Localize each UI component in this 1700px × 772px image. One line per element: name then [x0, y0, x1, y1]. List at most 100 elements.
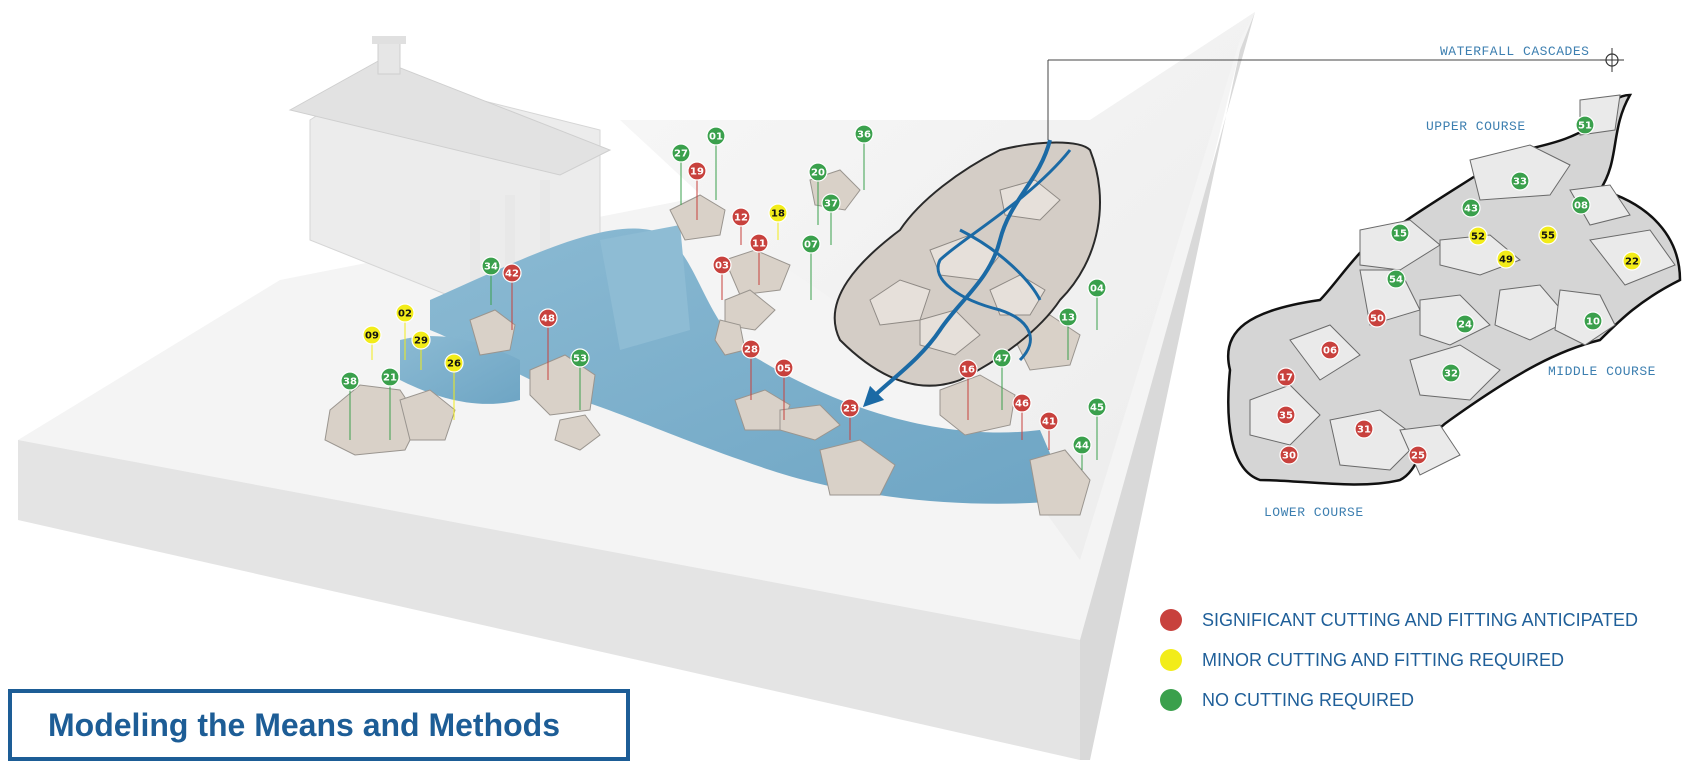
marker-dot [1058, 307, 1078, 327]
plan-marker-17: 17 [1276, 367, 1296, 387]
title-box: Modeling the Means and Methods [8, 689, 630, 761]
marker-label: 17 [1279, 373, 1293, 384]
marker-label: 12 [734, 213, 748, 224]
marker-dot [380, 367, 400, 387]
marker-dot [502, 263, 522, 283]
plan-marker-24: 24 [1455, 314, 1475, 334]
marker-label: 34 [484, 262, 498, 273]
marker-label: 50 [1370, 314, 1384, 325]
marker-dot [840, 398, 860, 418]
marker-label: 04 [1090, 284, 1104, 295]
marker-label: 55 [1541, 231, 1555, 242]
marker-dot [1408, 445, 1428, 465]
model-marker-36: 36 [854, 124, 874, 190]
marker-dot [1087, 278, 1107, 298]
marker-dot [768, 203, 788, 223]
marker-dot [808, 162, 828, 182]
plan-marker-25: 25 [1408, 445, 1428, 465]
yellow-dot-icon [1160, 649, 1182, 671]
marker-dot [1072, 435, 1092, 455]
plan-marker-49: 49 [1496, 249, 1516, 269]
marker-label: 37 [824, 199, 838, 210]
model-marker-11: 11 [749, 233, 769, 285]
plan-marker-51: 51 [1575, 115, 1595, 135]
plan-marker-22: 22 [1622, 251, 1642, 271]
marker-label: 20 [811, 168, 825, 179]
page-title: Modeling the Means and Methods [48, 706, 561, 743]
marker-dot [958, 359, 978, 379]
model-marker-16: 16 [958, 359, 978, 420]
marker-dot [1012, 393, 1032, 413]
plan-marker-10: 10 [1583, 311, 1603, 331]
marker-dot [481, 256, 501, 276]
marker-dot [444, 353, 464, 373]
green-dot-icon [1160, 689, 1182, 711]
marker-dot [749, 233, 769, 253]
pool-water [400, 225, 1070, 504]
legend-row-minor: MINOR CUTTING AND FITTING REQUIRED [1160, 640, 1638, 680]
model-marker-26: 26 [444, 353, 464, 420]
model-marker-27: 27 [671, 143, 691, 205]
legend-label: NO CUTTING REQUIRED [1202, 689, 1415, 710]
marker-label: 41 [1042, 417, 1056, 428]
plan-marker-43: 43 [1461, 198, 1481, 218]
model-marker-53: 53 [570, 348, 590, 410]
marker-label: 11 [752, 239, 766, 250]
marker-dot [362, 325, 382, 345]
marker-dot [1390, 223, 1410, 243]
marker-label: 07 [804, 240, 818, 251]
model-marker-42: 42 [502, 263, 522, 330]
marker-label: 22 [1625, 257, 1639, 268]
legend-label: MINOR CUTTING AND FITTING REQUIRED [1202, 649, 1564, 670]
plan-marker-52: 52 [1468, 226, 1488, 246]
model-marker-02: 02 [395, 303, 415, 360]
model-marker-29: 29 [411, 330, 431, 370]
red-dot-icon [1160, 609, 1182, 631]
legend-label: SIGNIFICANT CUTTING AND FITTING ANTICIPA… [1202, 609, 1639, 630]
model-marker-45: 45 [1087, 397, 1107, 460]
marker-dot [1538, 225, 1558, 245]
marker-label: 21 [383, 373, 397, 384]
marker-dot [741, 339, 761, 359]
model-marker-07: 07 [801, 234, 821, 300]
marker-dot [1354, 419, 1374, 439]
model-marker-46: 46 [1012, 393, 1032, 440]
marker-dot [774, 358, 794, 378]
model-marker-23: 23 [840, 398, 860, 440]
marker-dot [570, 348, 590, 368]
lower-course-label: LOWER COURSE [1264, 505, 1364, 520]
plan-marker-30: 30 [1279, 445, 1299, 465]
plan-marker-35: 35 [1276, 405, 1296, 425]
marker-dot [801, 234, 821, 254]
marker-dot [538, 308, 558, 328]
marker-label: 02 [398, 309, 412, 320]
marker-dot [1320, 340, 1340, 360]
marker-label: 29 [414, 336, 428, 347]
marker-dot [1087, 397, 1107, 417]
marker-label: 36 [857, 130, 871, 141]
marker-label: 51 [1578, 121, 1592, 132]
model-marker-21: 21 [380, 367, 400, 440]
marker-label: 35 [1279, 411, 1293, 422]
model-marker-34: 34 [481, 256, 501, 305]
marker-dot [687, 161, 707, 181]
model-marker-48: 48 [538, 308, 558, 380]
marker-dot [854, 124, 874, 144]
marker-label: 30 [1282, 451, 1296, 462]
marker-label: 26 [447, 359, 461, 370]
marker-dot [1441, 363, 1461, 383]
target-icon [1600, 48, 1624, 72]
marker-dot [1386, 269, 1406, 289]
legend: SIGNIFICANT CUTTING AND FITTING ANTICIPA… [1160, 600, 1638, 720]
marker-dot [395, 303, 415, 323]
model-marker-44: 44 [1072, 435, 1092, 470]
marker-label: 09 [365, 331, 379, 342]
marker-label: 42 [505, 269, 519, 280]
marker-label: 23 [843, 404, 857, 415]
marker-dot [1575, 115, 1595, 135]
plan-marker-32: 32 [1441, 363, 1461, 383]
plan-view-map [1226, 93, 1682, 486]
model-marker-01: 01 [706, 126, 726, 200]
